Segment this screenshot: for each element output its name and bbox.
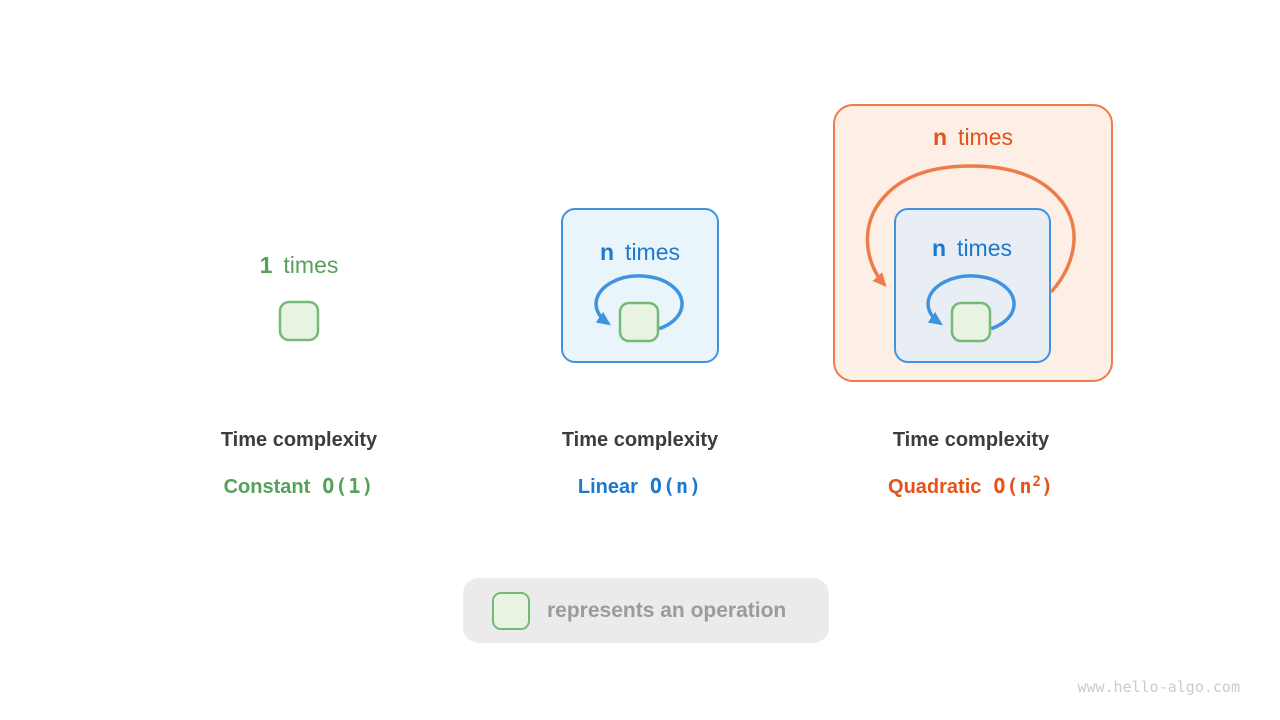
quadratic-title: Time complexity [892,429,1050,451]
linear-loop-box [561,208,719,363]
quadratic-big-o: O(n2) [993,474,1054,498]
quadratic-outer-count-number: n [932,124,948,150]
linear-formula: Linear O(n) [578,474,702,499]
linear-kind: Linear [577,476,638,498]
linear-count-number: n [599,239,615,265]
constant-formula: Constant O(1) [224,474,375,499]
legend-text: represents an operation [547,598,787,622]
constant-count-label: 1 times [260,253,339,277]
constant-kind: Constant [223,476,311,498]
legend-operation-square-icon [492,591,530,630]
quadratic-formula: Quadratic O(n2) [888,474,1054,501]
constant-title: Time complexity [220,429,378,451]
quadratic-outer-count-word: times [958,124,1014,150]
linear-count-word: times [625,239,681,265]
quadratic-kind: Quadratic [888,476,982,498]
operation-square [278,300,320,342]
constant-count-number: 1 [259,252,273,278]
constant-big-o: O(1) [322,474,375,498]
quadratic-inner-count-word: times [957,235,1013,261]
watermark: www.hello-algo.com [1077,678,1240,696]
constant-count-word: times [283,252,339,278]
linear-title: Time complexity [561,429,719,451]
quadratic-inner-loop-box [894,208,1051,363]
linear-big-o: O(n) [649,474,703,498]
quadratic-inner-count-number: n [931,235,947,261]
quadratic-big-o-exponent: 2 [1032,474,1041,490]
legend: represents an operation [463,578,829,643]
